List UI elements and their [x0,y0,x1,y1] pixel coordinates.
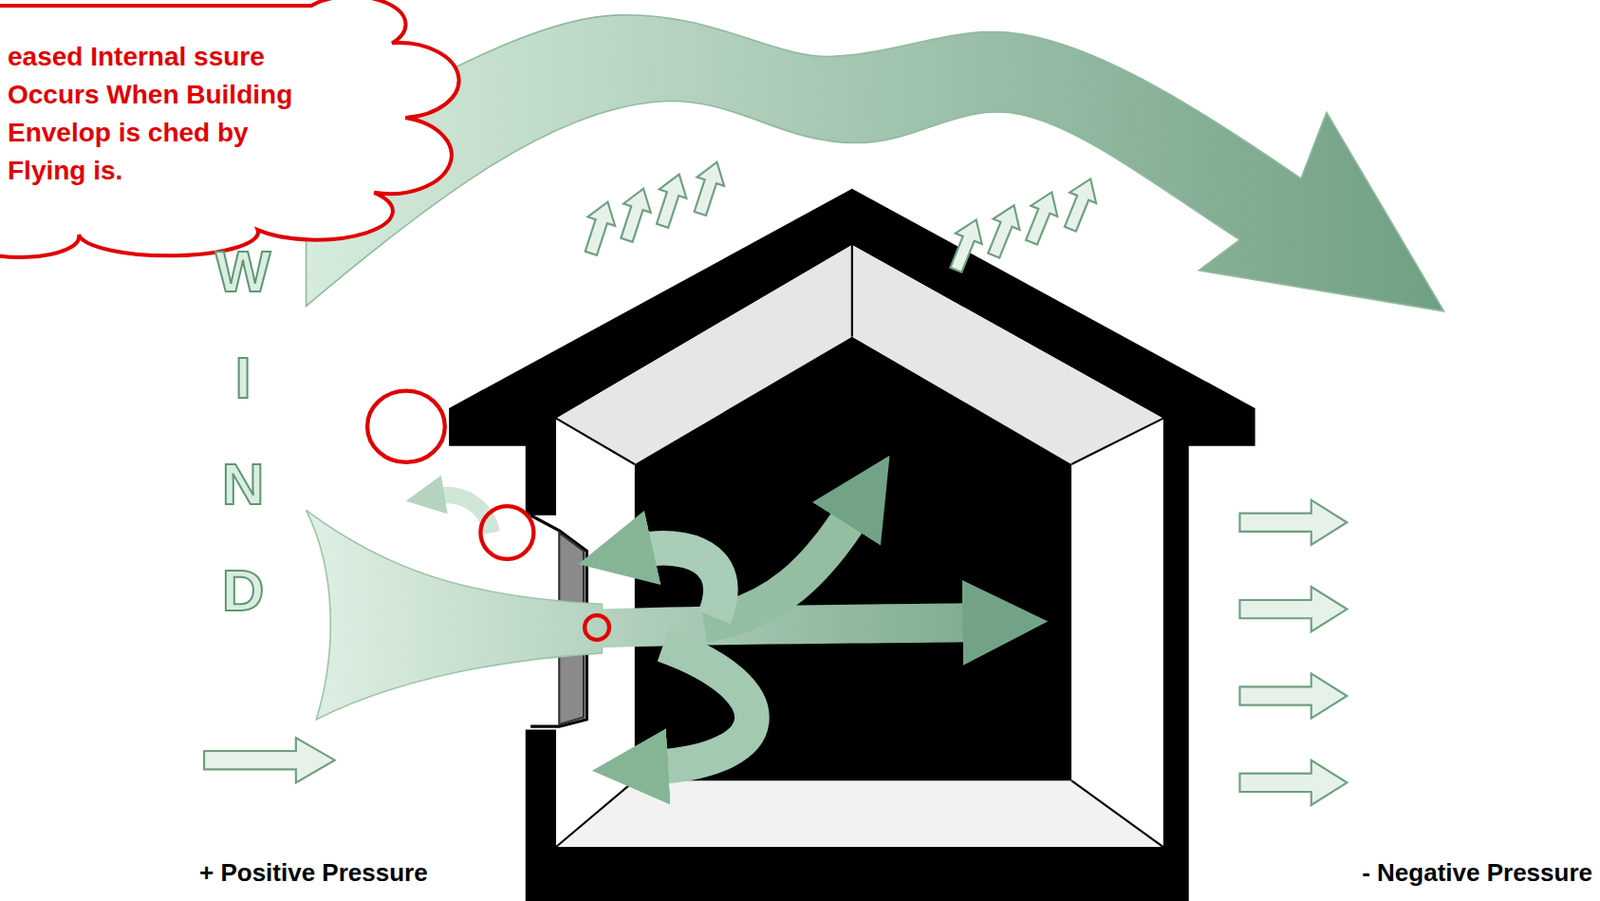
house-outline-part [634,336,1072,782]
callout-text: eased Internal ssure Occurs When Buildin… [7,37,331,190]
inflow-wind-part [637,547,721,617]
house-outline [448,188,1255,901]
house-outline-part-part [851,244,854,337]
roof-suction-arrows-part [1057,173,1104,235]
roof-suction-arrows-part [1018,186,1065,248]
inflow-wind-part [306,509,603,719]
house-outline-part [448,188,1255,901]
thought-bubbles-part [367,390,446,463]
roof-suction-arrows-part [649,169,693,230]
house-outline-part-part [556,418,635,465]
roof-suction-arrows [576,157,1104,276]
cloud-outline-path [0,0,460,258]
inflow-wind-part [436,495,492,533]
roof-suction-arrows-part [980,200,1027,261]
thought-bubbles-part [584,614,610,640]
pressure-label: - Negative Pressure [1361,856,1593,888]
windward-arrow [204,737,335,782]
inflow-wind-part [596,622,980,629]
inflow-wind-part [652,644,752,767]
leeward-arrows-part [1239,500,1347,545]
house-outline-part [556,780,1164,847]
leeward-arrows-part [1239,586,1347,632]
pressure-label: + Positive Pressure [199,856,428,888]
leeward-arrows-part [1239,760,1347,805]
thought-bubbles-part [480,505,534,559]
callout-cloud: eased Internal ssure Occurs When Buildin… [0,5,410,240]
house-outline-part [556,244,1164,847]
house-outline-part [556,244,1164,847]
inflow-wind [306,495,981,768]
roof-suction-arrows-part [576,197,621,258]
windward-arrow-part [204,737,335,782]
wind-letters: W I N D [210,218,276,644]
leeward-arrows [1239,500,1347,805]
roof-suction-arrows-part [687,157,731,218]
roof-suction-arrows-part [942,214,989,276]
house-outline-part-part [556,780,635,847]
roof-suction-arrows-part [613,184,657,244]
house-outline-part-part [1071,780,1164,847]
house-outline-part-part [1071,418,1164,465]
leeward-arrows-part [1239,672,1347,718]
thought-bubbles [367,390,610,640]
